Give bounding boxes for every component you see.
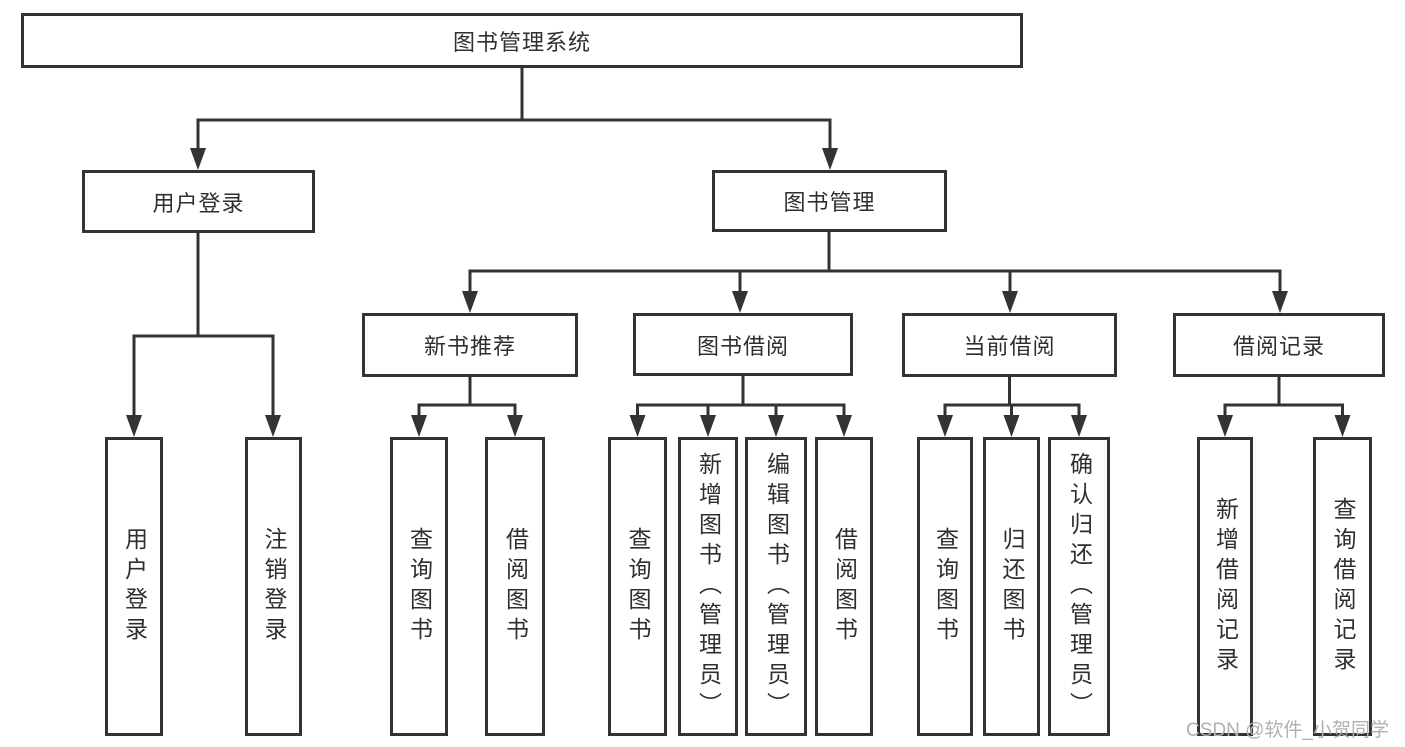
node-book-management-branch: 图书管理	[712, 170, 947, 232]
leaf-return-books-label: 归还图书	[999, 526, 1025, 647]
connector-user-login	[126, 233, 281, 437]
leaf-query-books-recommend: 查询图书	[390, 437, 448, 736]
leaf-confirm-return-admin-label: 确认归还（管理员）	[1066, 451, 1093, 722]
connector-current-borrow	[937, 377, 1087, 437]
leaf-logout-login: 注销登录	[245, 437, 302, 736]
leaf-return-books: 归还图书	[983, 437, 1040, 736]
node-borrow-record: 借阅记录	[1173, 313, 1385, 377]
leaf-borrow-books-label: 借阅图书	[831, 526, 858, 647]
leaf-user-login: 用户登录	[105, 437, 163, 736]
node-current-borrow-label: 当前借阅	[963, 334, 1056, 359]
leaf-add-books-admin: 新增图书（管理员）	[678, 437, 738, 736]
leaf-borrow-books-recommend-label: 借阅图书	[502, 526, 529, 647]
leaf-add-borrow-record: 新增借阅记录	[1197, 437, 1253, 736]
connector-borrow-record	[1217, 377, 1351, 437]
leaf-logout-login-label: 注销登录	[261, 526, 287, 647]
leaf-add-borrow-record-label: 新增借阅记录	[1212, 496, 1239, 677]
leaf-query-books-current-label: 查询图书	[932, 526, 959, 647]
node-user-login-label: 用户登录	[152, 190, 245, 216]
node-user-login-branch: 用户登录	[82, 170, 315, 233]
node-current-borrow: 当前借阅	[902, 313, 1117, 377]
connector-new-book-recommend	[411, 377, 523, 437]
leaf-confirm-return-admin: 确认归还（管理员）	[1048, 437, 1110, 736]
leaf-borrow-books-recommend: 借阅图书	[485, 437, 545, 736]
connector-root	[190, 68, 838, 170]
leaf-query-borrow-record: 查询借阅记录	[1313, 437, 1372, 736]
node-root-label: 图书管理系统	[452, 29, 591, 55]
csdn-watermark: CSDN @软件_小贺同学	[1186, 720, 1389, 741]
node-borrow-record-label: 借阅记录	[1232, 334, 1325, 359]
connector-book-borrow	[629, 376, 852, 437]
leaf-edit-books-admin: 编辑图书（管理员）	[745, 437, 807, 736]
leaf-add-books-admin-label: 新增图书（管理员）	[695, 451, 722, 722]
leaf-user-login-label: 用户登录	[121, 526, 148, 647]
leaf-edit-books-admin-label: 编辑图书（管理员）	[763, 451, 790, 722]
leaf-query-borrow-record-label: 查询借阅记录	[1330, 496, 1356, 677]
leaf-query-books-borrow-label: 查询图书	[625, 526, 651, 647]
node-new-book-recommend: 新书推荐	[362, 313, 578, 377]
leaf-query-books-current: 查询图书	[917, 437, 973, 736]
node-root-system: 图书管理系统	[21, 13, 1023, 68]
node-book-borrow-label: 图书借阅	[696, 333, 789, 359]
node-book-borrow: 图书借阅	[633, 313, 853, 376]
node-new-book-recommend-label: 新书推荐	[423, 334, 516, 359]
leaf-query-books-borrow: 查询图书	[608, 437, 667, 736]
leaf-borrow-books: 借阅图书	[815, 437, 873, 736]
connector-book-management	[462, 232, 1288, 313]
node-book-management-label: 图书管理	[783, 190, 876, 215]
leaf-query-books-recommend-label: 查询图书	[406, 526, 433, 647]
